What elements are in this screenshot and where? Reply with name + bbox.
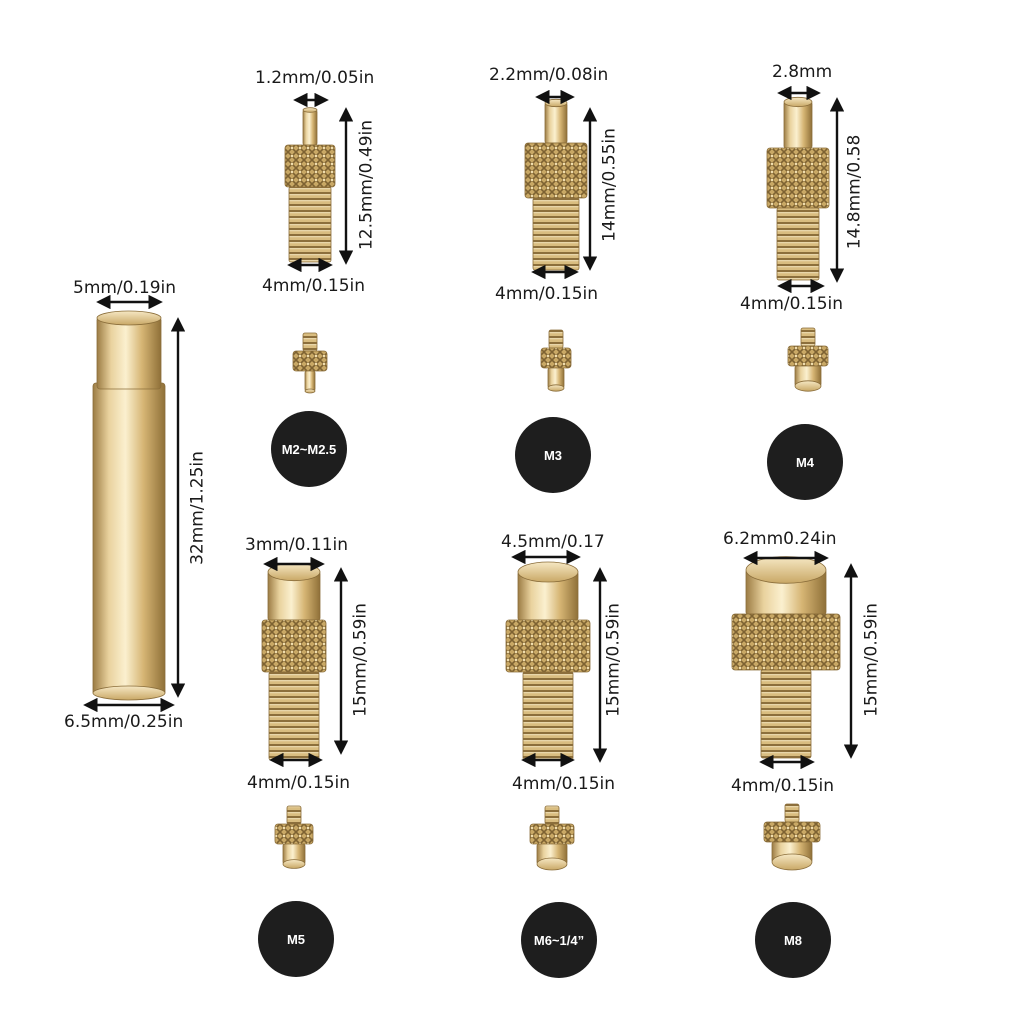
tip-m6-small-knurl [529,823,575,845]
tip-m8-knurled-collar [731,613,841,671]
tip-m3-threaded-shank [532,197,580,271]
tip-m4-threaded-shank [776,207,820,281]
tip-m2-small-pin-end [304,388,316,394]
sleeve-bottom-rim [92,685,166,701]
tip-m8-small-pin-end [771,853,813,871]
tip-m4-knurled-collar [766,147,830,209]
tip-m8-tip-diameter-label: 6.2mm0.24in [723,529,837,549]
tip-m3-small-pin-end [547,384,565,392]
tip-m2-size-badge: M2~M2.5 [271,411,347,487]
sleeve-top-diameter-label: 5mm/0.19in [73,278,177,298]
tip-m6-thread-diameter-label: 4mm/0.15in [512,774,616,794]
tip-m4-small-knurl [787,345,829,367]
tip-m8-small-knurl [763,821,821,843]
tip-m6-size-badge: M6~1/4” [521,902,597,978]
tip-m4-small-pin-end [794,380,822,392]
tip-m3-knurled-collar [524,142,588,199]
tip-m3-size-badge: M3 [515,417,591,493]
tip-m6-tip-diameter-label: 4.5mm/0.17 [501,532,605,552]
tip-m5-knurled-collar [261,619,327,673]
tip-m5-length-label: 15mm/0.59in [350,603,371,717]
tip-m5-size-badge: M5 [258,901,334,977]
tip-m3-thread-diameter-label: 4mm/0.15in [495,284,599,304]
tip-m2-small-pin [304,370,316,392]
tip-m8-thread-diameter-label: 4mm/0.15in [731,776,835,796]
tip-m2-tip-pin [302,109,318,146]
tip-m4-length-label: 14.8mm/0.58 [844,134,865,250]
tip-m2-thread-diameter-label: 4mm/0.15in [262,276,366,296]
tip-m8-length-label: 15mm/0.59in [861,603,882,717]
tip-m4-thread-diameter-label: 4mm/0.15in [740,294,844,314]
tip-m2-tip-diameter-label: 1.2mm/0.05in [255,68,375,88]
tip-m5-tip-end [267,562,321,582]
tip-m8-tip-end [745,556,827,584]
tip-m2-small-thread [302,332,318,352]
sleeve-lower-body [92,382,166,696]
tip-m5-small-knurl [274,823,314,845]
tip-m3-small-thread [548,329,564,349]
tip-m6-length-label: 15mm/0.59in [603,603,624,717]
tip-m6-threaded-shank [522,671,574,761]
tip-m3-tip-end [544,98,568,108]
tip-m2-small-knurl [292,350,328,372]
tip-m8-size-badge: M8 [755,902,831,978]
tip-m8-threaded-shank [760,669,812,759]
tip-m3-small-knurl [540,347,572,369]
tip-m6-small-thread [544,805,560,825]
sleeve-length-label: 32mm/1.25in [187,451,208,565]
tip-m2-length-label: 12.5mm/0.49in [356,119,377,251]
tip-m2-knurled-collar [284,144,336,188]
tip-m2-tip-end [302,107,318,113]
tip-m3-length-label: 14mm/0.55in [599,128,620,242]
tip-m4-small-thread [800,327,816,347]
tip-m6-small-pin-end [536,857,568,871]
sleeve-bottom-diameter-label: 6.5mm/0.25in [64,712,184,732]
tip-m4-size-badge: M4 [767,424,843,500]
tip-m5-threaded-shank [268,671,320,761]
tip-m2-threaded-shank [288,186,332,263]
tip-m4-tip-pin [783,101,813,149]
tip-m5-small-pin-end [282,859,306,869]
tip-m5-small-thread [286,805,302,825]
tip-m3-tip-diameter-label: 2.2mm/0.08in [489,65,609,85]
tip-m4-tip-end [783,96,813,108]
sleeve-upper-body [96,316,162,390]
tip-m4-tip-diameter-label: 2.8mm [772,62,833,82]
tip-m5-tip-diameter-label: 3mm/0.11in [245,535,349,555]
sleeve-top-rim [96,310,162,326]
tip-m6-tip-end [517,561,579,583]
tip-m8-small-thread [784,803,800,823]
tip-m3-tip-pin [544,102,568,144]
tip-m5-thread-diameter-label: 4mm/0.15in [247,773,351,793]
tip-m6-knurled-collar [505,619,591,673]
